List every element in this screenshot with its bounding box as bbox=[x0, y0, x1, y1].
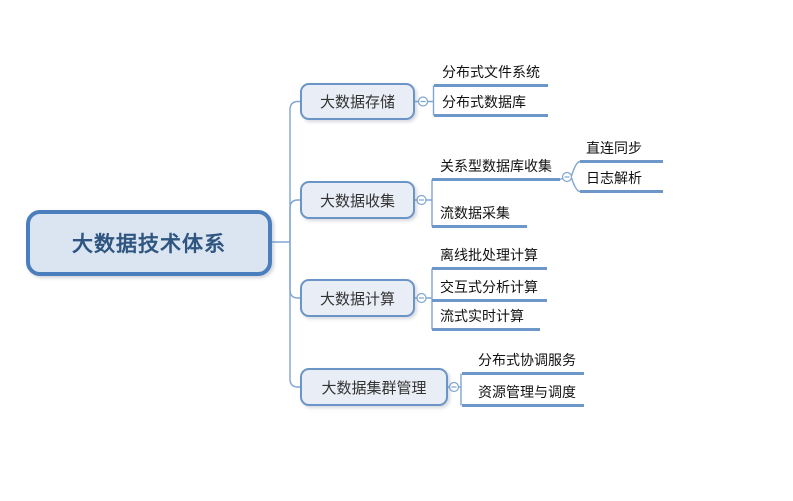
connector-root-storage bbox=[289, 100, 300, 242]
connector-root-collection bbox=[289, 199, 300, 242]
connector-root-computing bbox=[289, 242, 300, 299]
subtopic-distributed-file-system[interactable]: 分布式文件系统 bbox=[434, 63, 548, 87]
subtopic-distributed-coordination-service[interactable]: 分布式协调服务 bbox=[462, 351, 584, 375]
connector-root-cluster bbox=[289, 242, 300, 388]
collapse-button-collection[interactable] bbox=[416, 194, 427, 206]
subtopic-stream-realtime-computing[interactable]: 流式实时计算 bbox=[432, 307, 540, 331]
subtopic-stream-data-collection[interactable]: 流数据采集 bbox=[432, 204, 527, 228]
branch-topic-storage[interactable]: 大数据存储 bbox=[300, 83, 415, 120]
branch-topic-cluster-management[interactable]: 大数据集群管理 bbox=[300, 368, 448, 406]
root-topic[interactable]: 大数据技术体系 bbox=[26, 210, 272, 276]
subtopic-offline-batch-computing[interactable]: 离线批处理计算 bbox=[432, 246, 547, 270]
subtopic-log-parsing[interactable]: 日志解析 bbox=[580, 169, 663, 193]
branch-topic-computing[interactable]: 大数据计算 bbox=[300, 279, 415, 317]
collapse-button-relational-db[interactable] bbox=[561, 171, 573, 183]
collapse-button-cluster[interactable] bbox=[448, 381, 460, 393]
subtopic-direct-sync[interactable]: 直连同步 bbox=[580, 139, 663, 163]
collapse-button-computing[interactable] bbox=[416, 292, 427, 304]
subtopic-interactive-analysis-computing[interactable]: 交互式分析计算 bbox=[432, 278, 547, 302]
collapse-button-storage[interactable] bbox=[417, 96, 429, 107]
subtopic-distributed-database[interactable]: 分布式数据库 bbox=[434, 93, 548, 117]
connector-relational-children bbox=[559, 160, 581, 193]
subtopic-resource-management-scheduling[interactable]: 资源管理与调度 bbox=[462, 383, 584, 407]
subtopic-relational-db-collection[interactable]: 关系型数据库收集 bbox=[432, 157, 560, 181]
branch-topic-collection[interactable]: 大数据收集 bbox=[300, 181, 415, 219]
